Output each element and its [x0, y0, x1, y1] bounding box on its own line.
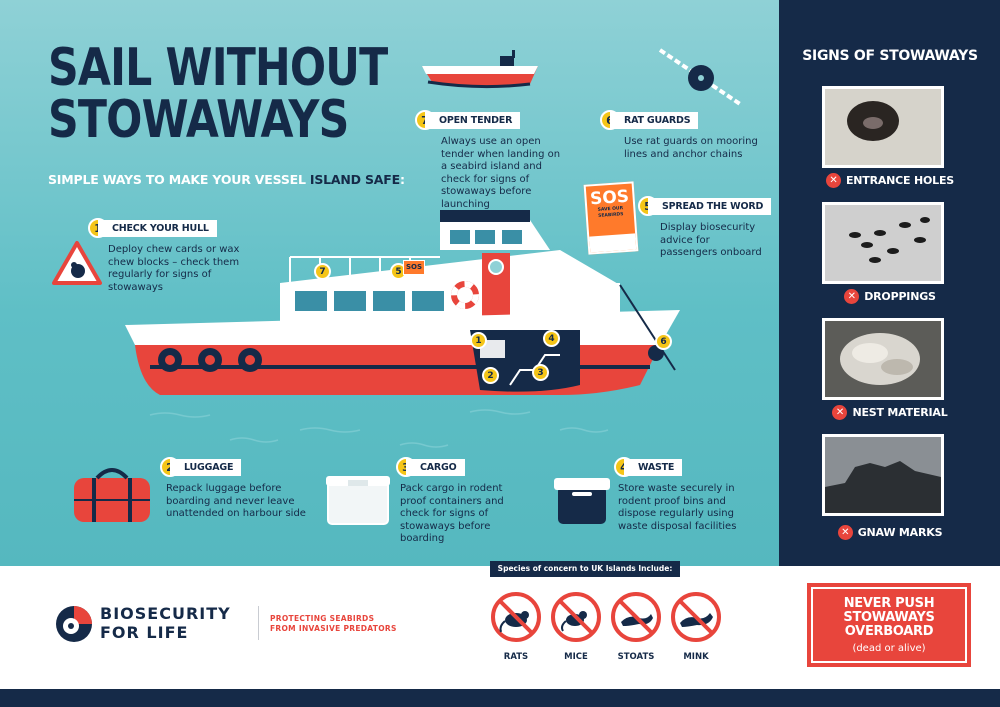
cross-icon: ✕	[832, 405, 848, 420]
tip-text: Use rat guards on mooring lines and anch…	[624, 136, 758, 160]
no-rats-icon	[491, 592, 541, 642]
subtitle-suffix: :	[399, 172, 405, 187]
tip-check-your-hull: 1 CHECK YOUR HULL Deploy chew cards or w…	[88, 218, 268, 294]
open-tender-illustration	[422, 50, 538, 89]
title-line-2: STOWAWAYS	[48, 90, 349, 150]
boat-sos-sign: SOS	[403, 260, 425, 275]
no-stoats-icon	[611, 592, 661, 642]
warning-small: (dead or alive)	[852, 643, 926, 654]
logo-tagline: PROTECTING SEABIRDS FROM INVASIVE PREDAT…	[270, 614, 397, 634]
gnaw-marks-image	[825, 437, 941, 513]
tip-text: Pack cargo in rodent proof containers an…	[400, 483, 504, 544]
boat-marker-4: 4	[543, 330, 560, 347]
waste-bin-icon	[554, 478, 610, 524]
page-subtitle: SIMPLE WAYS TO MAKE YOUR VESSEL ISLAND S…	[48, 172, 405, 187]
tip-heading: LUGGAGE	[170, 458, 242, 476]
tip-header: 3 CARGO	[396, 457, 536, 477]
tip-heading: CARGO	[406, 458, 465, 476]
entrance-holes-photo	[822, 86, 944, 168]
tip-text: Always use an open tender when landing o…	[441, 136, 561, 210]
tip-spread-the-word: 5 SPREAD THE WORD Display biosecurity ad…	[638, 196, 773, 260]
nest-material-photo	[822, 318, 944, 400]
tip-open-tender: 7 OPEN TENDER Always use an open tender …	[415, 110, 565, 211]
tip-heading: WASTE	[624, 458, 683, 476]
tip-waste: 4 WASTE Store waste securely in rodent p…	[614, 457, 754, 533]
biosecurity-logo-icon	[56, 606, 92, 642]
boat-marker-3: 3	[532, 364, 549, 381]
warning-line-3: OVERBOARD	[844, 624, 934, 639]
rat-guard-illustration	[658, 48, 742, 106]
signs-title: SIGNS OF STOWAWAYS	[802, 48, 978, 64]
species-name: RATS	[503, 652, 529, 662]
species-name: STOATS	[617, 652, 655, 662]
tip-header: 2 LUGGAGE	[160, 457, 330, 477]
cross-icon: ✕	[844, 289, 860, 304]
tip-heading: CHECK YOUR HULL	[98, 219, 217, 237]
boat-illustration	[125, 210, 680, 395]
sign-label-text: DROPPINGS	[864, 290, 936, 303]
no-mice-icon	[551, 592, 601, 642]
sign-label-gnaw-marks: ✕ GNAW MARKS	[790, 525, 990, 540]
droppings-photo	[822, 202, 944, 284]
tip-text: Deploy chew cards or wax chew blocks – c…	[108, 244, 240, 293]
subtitle-prefix: SIMPLE WAYS TO MAKE YOUR VESSEL	[48, 172, 310, 187]
tip-cargo: 3 CARGO Pack cargo in rodent proof conta…	[396, 457, 536, 546]
logo-line-2: FOR LIFE	[100, 623, 189, 642]
cross-icon: ✕	[825, 173, 841, 188]
boat-marker-7: 7	[314, 263, 331, 280]
boat-marker-6: 6	[655, 333, 672, 350]
subtitle-highlight: ISLAND SAFE	[309, 172, 400, 187]
species-mink: MINK	[670, 592, 722, 662]
title-line-1: SAIL WITHOUT	[48, 38, 388, 98]
tip-text: Repack luggage before boarding and never…	[166, 483, 306, 519]
sign-label-entrance-holes: ✕ ENTRANCE HOLES	[790, 173, 990, 188]
page-title: SAIL WITHOUT STOWAWAYS	[48, 38, 388, 150]
tip-text: Display biosecurity advice for passenger…	[660, 222, 762, 258]
logo-divider	[258, 606, 259, 640]
entrance-hole-image	[825, 89, 941, 165]
tip-header: 4 WASTE	[614, 457, 754, 477]
warning-line-2: STOWAWAYS	[843, 610, 935, 625]
species-name: MICE	[564, 652, 588, 662]
main-infographic-panel: SAIL WITHOUT STOWAWAYS SIMPLE WAYS TO MA…	[0, 0, 779, 566]
sign-label-text: GNAW MARKS	[857, 526, 943, 539]
tip-heading: OPEN TENDER	[425, 111, 521, 129]
tip-luggage: 2 LUGGAGE Repack luggage before boarding…	[160, 457, 330, 521]
sign-label-text: ENTRANCE HOLES	[845, 174, 955, 187]
sign-label-droppings: ✕ DROPPINGS	[790, 289, 990, 304]
bottom-bar	[0, 689, 1000, 707]
warning-line-1: NEVER PUSH	[843, 596, 935, 611]
species-rats: RATS	[490, 592, 542, 662]
droppings-image	[825, 205, 941, 281]
tagline-line-1: PROTECTING SEABIRDS	[270, 614, 375, 623]
boat-marker-2: 2	[482, 367, 499, 384]
sign-label-text: NEST MATERIAL	[852, 406, 948, 419]
species-stoats: STOATS	[610, 592, 662, 662]
cargo-box-icon	[326, 476, 390, 525]
tip-heading: RAT GUARDS	[610, 111, 699, 129]
species-name: MINK	[683, 652, 709, 662]
tip-heading: SPREAD THE WORD	[648, 197, 772, 215]
species-heading: Species of concern to UK Islands Include…	[490, 561, 680, 577]
warning-triangle-icon	[52, 241, 102, 285]
no-mink-icon	[671, 592, 721, 642]
species-mice: MICE	[550, 592, 602, 662]
sign-label-nest-material: ✕ NEST MATERIAL	[790, 405, 990, 420]
nest-material-image	[825, 321, 941, 397]
luggage-icon	[74, 468, 150, 522]
logo-wordmark: BIOSECURITY FOR LIFE	[100, 604, 231, 642]
tip-text: Store waste securely in rodent proof bin…	[618, 483, 737, 532]
tip-header: 7 OPEN TENDER	[415, 110, 565, 130]
boat-marker-1: 1	[470, 332, 487, 349]
gnaw-marks-photo	[822, 434, 944, 516]
warning-box: NEVER PUSH STOWAWAYS OVERBOARD (dead or …	[807, 583, 971, 667]
cross-icon: ✕	[837, 525, 853, 540]
water-ripples	[149, 409, 609, 448]
tip-header: 5 SPREAD THE WORD	[638, 196, 773, 216]
tagline-line-2: FROM INVASIVE PREDATORS	[270, 624, 397, 633]
tip-rat-guards: 6 RAT GUARDS Use rat guards on mooring l…	[600, 110, 770, 161]
tip-header: 6 RAT GUARDS	[600, 110, 770, 130]
tip-header: 1 CHECK YOUR HULL	[88, 218, 268, 238]
logo-line-1: BIOSECURITY	[100, 604, 231, 623]
